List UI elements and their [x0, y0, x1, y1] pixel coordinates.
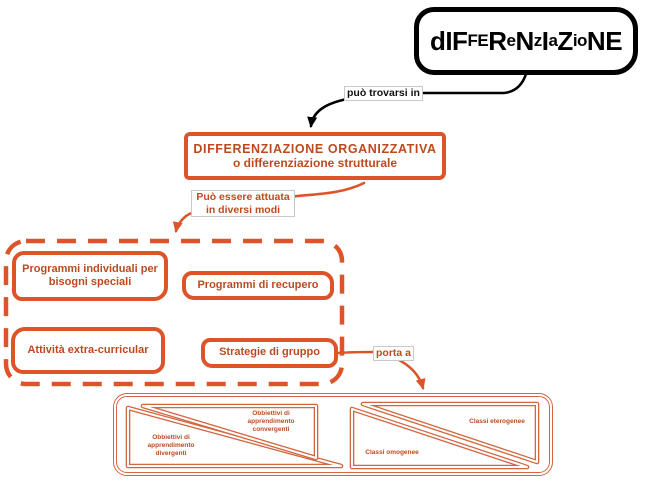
homogeneous-classes-triangle: [349, 406, 530, 470]
root-topic-text: io: [572, 31, 588, 50]
method-node-attivita-extra-curricular[interactable]: Attività extra-curricular: [11, 327, 165, 374]
main-topic-subtitle: o differenziazione strutturale: [232, 156, 398, 170]
triangle-label-convergenti[interactable]: Obbiettivi di apprendimento convergenti: [247, 410, 295, 433]
root-topic-text: dIF: [429, 25, 468, 56]
arrow-to-outcome: [397, 358, 426, 390]
link-label-porta-a[interactable]: porta a: [373, 346, 415, 361]
link-label-puo-essere-attuata[interactable]: Può essere attuata in diversi modi: [191, 190, 295, 217]
heterogeneous-classes-triangle: [360, 401, 540, 465]
method-node-programmi-individuali[interactable]: Programmi individuali per bisogni specia…: [12, 251, 168, 301]
triangle-label-classi-eterogenee[interactable]: Classi eterogenee: [469, 418, 525, 425]
divergent-objectives-triangle: [125, 405, 344, 469]
root-topic-text: I: [541, 25, 549, 56]
root-topic-text: N: [515, 25, 534, 56]
method-node-programmi-di-recupero[interactable]: Programmi di recupero: [182, 271, 334, 300]
root-topic-text: e: [506, 31, 516, 50]
root-topic-text: NE: [586, 25, 623, 56]
methods-group-border: [3, 238, 345, 387]
bubble-tail-line: [412, 72, 528, 95]
convergent-objectives-triangle: [140, 403, 319, 461]
link-label-puo-trovarsi-in[interactable]: può trovarsi in: [344, 86, 423, 101]
main-topic-title: DIFFERENZIAZIONE ORGANIZZATIVA: [193, 142, 437, 156]
root-topic-text: R: [488, 25, 507, 56]
root-topic-text: FE: [467, 31, 489, 50]
main-topic-node[interactable]: DIFFERENZIAZIONE ORGANIZZATIVA o differe…: [184, 132, 446, 180]
triangle-label-classi-omogenee[interactable]: Classi omogenee: [365, 449, 419, 456]
root-topic-text: a: [548, 31, 558, 50]
root-topic-text: z: [533, 31, 543, 50]
root-topic-node[interactable]: dIF FE R e N z I a Z io NE: [414, 7, 638, 75]
porta-a-line: [336, 350, 376, 355]
outcome-panel: [113, 393, 553, 476]
triangle-label-divergenti[interactable]: Obbiettivi di apprendimento divergenti: [147, 434, 195, 457]
arrow-to-main-topic: [307, 97, 349, 128]
method-node-strategie-di-gruppo[interactable]: Strategie di gruppo: [201, 338, 338, 368]
root-topic-text: Z: [557, 25, 573, 56]
